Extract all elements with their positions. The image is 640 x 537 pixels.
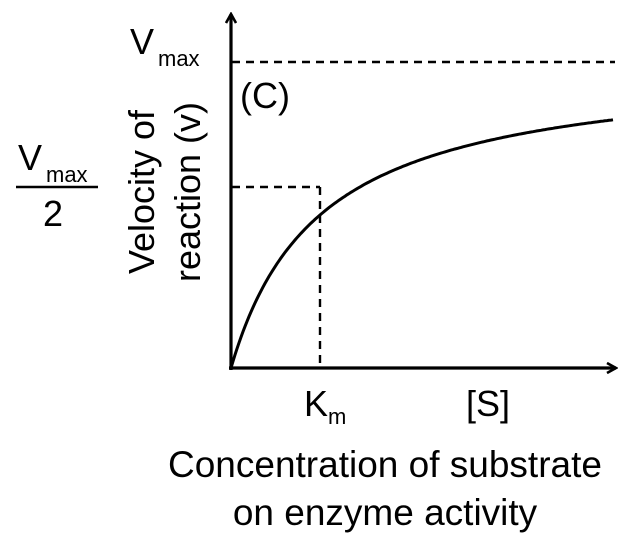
y-tick-half-numerator-main: V [18,137,42,178]
y-tick-vmax-sub: max [158,46,200,71]
y-axis-label-line2: reaction (v) [167,102,208,282]
saturation-curve [229,118,614,369]
x-tick-km: K m [304,383,346,429]
y-tick-half-denominator: 2 [43,193,63,234]
y-tick-half-numerator-sub: max [46,162,88,187]
x-tick-km-main: K [304,383,328,424]
y-axis-label-line1: Velocity of [121,109,162,274]
y-axis-label: Velocity of reaction (v) [121,102,208,282]
x-axis-label-line2: on enzyme activity [233,492,538,533]
x-tick-km-sub: m [328,404,346,429]
curve-label: (C) [240,75,290,116]
y-tick-vmax-main: V [130,21,154,62]
y-tick-vmax: V max [130,21,200,71]
x-axis-label-line1: Concentration of substrate [168,444,602,485]
y-tick-half-vmax: V max 2 [16,137,98,234]
x-tick-s: [S] [466,383,510,424]
